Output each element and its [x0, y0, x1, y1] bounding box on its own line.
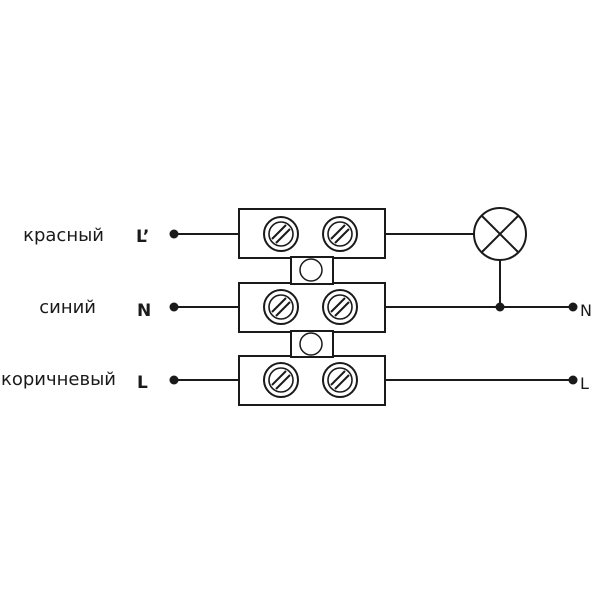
screw-icon: [263, 362, 299, 398]
output-label-n: N: [580, 301, 592, 320]
mounting-hole-2: [299, 332, 323, 356]
mounting-hole-1: [299, 258, 323, 282]
screw-icon: [322, 289, 358, 325]
terminal-row-2: [238, 282, 386, 333]
terminal-label-l-prime: L’: [136, 227, 149, 247]
output-wire-l: [385, 375, 578, 385]
output-wire-n: [385, 302, 578, 312]
terminal-label-l: L: [137, 373, 148, 393]
input-wire-l: [169, 375, 240, 385]
screw-icon: [322, 216, 358, 252]
terminal-label-n: N: [137, 301, 151, 321]
output-label-l: L: [580, 374, 589, 393]
input-node-n: [169, 302, 179, 312]
terminal-block: [238, 208, 386, 406]
input-node-l: [169, 375, 179, 385]
wire-color-label-brown: коричневый: [1, 369, 116, 390]
screw-icon: [263, 216, 299, 252]
wire-color-label-red: красный: [23, 225, 104, 246]
input-wire-n: [169, 302, 240, 312]
input-wire-l-prime: [169, 229, 240, 239]
wire-color-label-blue: синий: [39, 297, 96, 318]
lamp-neutral-wire: [495, 260, 505, 312]
input-node-l-prime: [169, 229, 179, 239]
output-node-l: [568, 375, 578, 385]
screw-icon: [263, 289, 299, 325]
screw-icon: [322, 362, 358, 398]
lamp-icon: [473, 207, 527, 261]
terminal-row-3: [238, 355, 386, 406]
output-node-n: [568, 302, 578, 312]
terminal-row-1: [238, 208, 386, 259]
